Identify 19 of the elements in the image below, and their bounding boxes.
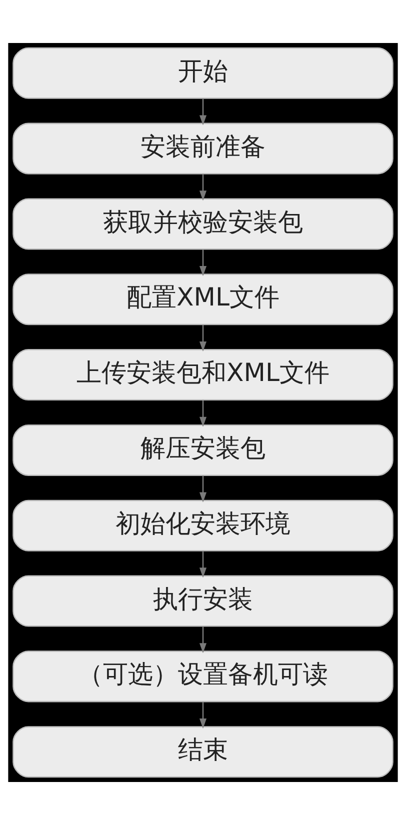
arrow — [199, 701, 207, 728]
arrow — [199, 475, 207, 502]
node-box: 结束 — [12, 726, 394, 778]
arrow — [199, 324, 207, 352]
node-box: 执行安装 — [12, 574, 394, 626]
node-box: 配置XML文件 — [12, 273, 394, 325]
node-box: 开始 — [12, 46, 394, 98]
arrow — [199, 550, 207, 578]
arrow — [199, 249, 207, 276]
node-box: 初始化安装环境 — [12, 499, 394, 551]
node-box: 解压安装包 — [12, 424, 394, 476]
node-box: 上传安装包和XML文件 — [12, 348, 394, 400]
node-box: 安装前准备 — [12, 122, 394, 174]
arrow — [199, 626, 207, 653]
arrow — [199, 400, 207, 426]
arrow — [199, 174, 207, 200]
node-box: （可选）设置备机可读 — [12, 650, 394, 702]
node-box: 获取并校验安装包 — [12, 198, 394, 250]
arrow — [199, 98, 207, 125]
